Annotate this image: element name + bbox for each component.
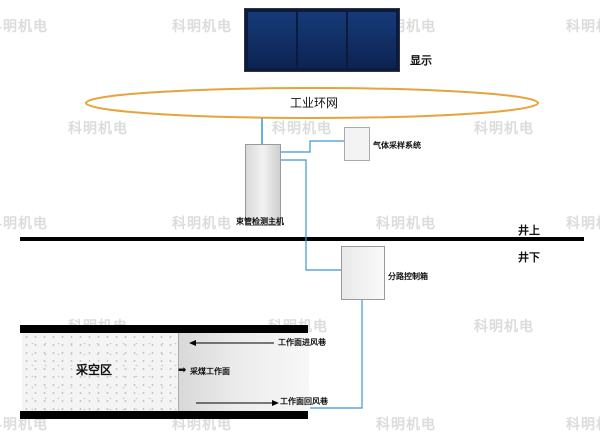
watermark: 科明机电	[566, 417, 600, 433]
intake-airway-wall	[20, 325, 308, 333]
tube-branch-to-face	[310, 298, 363, 409]
watermark: 科明机电	[272, 121, 332, 137]
watermark: 科明机电	[0, 417, 48, 433]
return-airway-label: 工作面回风巷	[280, 397, 328, 406]
goaf-label: 采空区	[76, 363, 113, 377]
ring-network-label: 工业环网	[290, 96, 339, 110]
display-wall	[244, 8, 400, 72]
watermark: 科明机电	[172, 417, 232, 433]
below-ground-label: 井下	[518, 251, 540, 264]
watermark: 科明机电	[566, 216, 600, 232]
tube-host-to-branch	[279, 159, 341, 271]
host-cabinet	[245, 144, 281, 226]
watermark: 科明机电	[68, 121, 128, 137]
return-airway-wall	[20, 411, 308, 419]
coal-face-label: 采煤工作面	[190, 367, 230, 376]
watermark: 科明机电	[474, 319, 534, 335]
gas-sampling-label: 气体采样系统	[373, 141, 421, 150]
watermark: 科明机电	[474, 121, 534, 137]
branch-control-box	[341, 246, 385, 300]
display-label: 显示	[410, 54, 432, 67]
above-ground-label: 井上	[518, 224, 540, 237]
arrow-right-icon: ➡	[178, 365, 187, 376]
watermark: 科明机电	[566, 19, 600, 35]
watermark: 科明机电	[172, 216, 232, 232]
intake-airway-label: 工作面进风巷	[278, 338, 326, 347]
tube-host-to-gas	[279, 140, 344, 153]
branch-control-label: 分路控制箱	[388, 272, 428, 281]
coal-face-area	[178, 333, 309, 411]
ring-network-ellipse	[85, 87, 539, 119]
watermark: 科明机电	[172, 19, 232, 35]
intake-airflow-arrowhead	[189, 340, 196, 346]
watermark: 科明机电	[376, 417, 436, 433]
watermark: 科明机电	[376, 216, 436, 232]
goaf-area	[22, 333, 178, 411]
return-airflow-arrowhead	[272, 400, 279, 406]
watermark: 科明机电	[0, 216, 48, 232]
host-label: 束管检测主机	[236, 217, 284, 226]
watermark: 科明机电	[0, 19, 48, 35]
gas-sampling-device	[344, 127, 370, 161]
